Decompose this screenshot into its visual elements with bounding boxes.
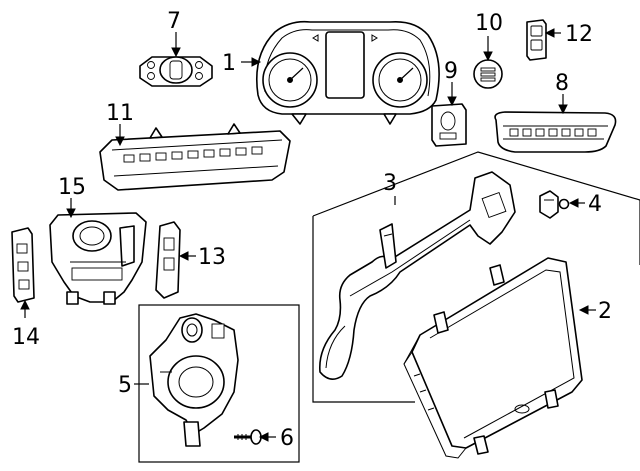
arrowhead-6 (258, 432, 269, 442)
headlamp-switch[interactable] (139, 56, 213, 87)
climate-control-panel[interactable] (494, 111, 617, 153)
arrowhead-13 (178, 251, 189, 261)
arrowhead-1 (251, 57, 262, 67)
sensor-module[interactable] (431, 103, 467, 147)
screw[interactable] (234, 429, 262, 445)
side-trim-switch[interactable] (11, 227, 35, 303)
clip[interactable] (539, 190, 570, 219)
box-outline-3-side (312, 216, 415, 403)
arrowhead-15 (66, 208, 76, 219)
display-screen[interactable] (403, 257, 583, 459)
callout-10: 10 (475, 11, 503, 36)
side-switch[interactable] (155, 221, 181, 299)
callout-2: 2 (598, 299, 612, 324)
arrowhead-2 (578, 305, 589, 315)
console-controller[interactable] (49, 212, 147, 305)
arrowhead-14 (20, 299, 30, 310)
callout-6: 6 (280, 426, 294, 451)
callout-1: 1 (222, 51, 236, 76)
small-switch[interactable] (526, 19, 547, 61)
callout-14: 14 (12, 325, 40, 350)
callout-8: 8 (555, 71, 569, 96)
callout-12: 12 (565, 22, 593, 47)
callout-9: 9 (444, 59, 458, 84)
instrument-cluster[interactable] (255, 20, 440, 125)
arrowhead-12 (544, 28, 555, 38)
callout-11: 11 (106, 101, 134, 126)
callout-4: 4 (588, 192, 602, 217)
callout-3: 3 (383, 171, 397, 196)
callout-5: 5 (118, 373, 132, 398)
callout-15: 15 (58, 175, 86, 200)
arrowhead-11 (115, 136, 125, 147)
box-outline-3-top (312, 151, 640, 265)
arrowhead-7 (171, 47, 181, 58)
callout-13: 13 (198, 245, 226, 270)
arrowhead-8 (558, 104, 568, 115)
arrowhead-4 (568, 198, 579, 208)
switch-bezel-panel[interactable] (99, 123, 291, 191)
callout-7: 7 (167, 9, 181, 34)
display-bracket[interactable] (318, 171, 516, 380)
button-cap[interactable] (473, 59, 503, 89)
arrowhead-9 (447, 96, 457, 107)
arrowhead-10 (483, 51, 493, 62)
ignition-module[interactable] (149, 313, 239, 447)
